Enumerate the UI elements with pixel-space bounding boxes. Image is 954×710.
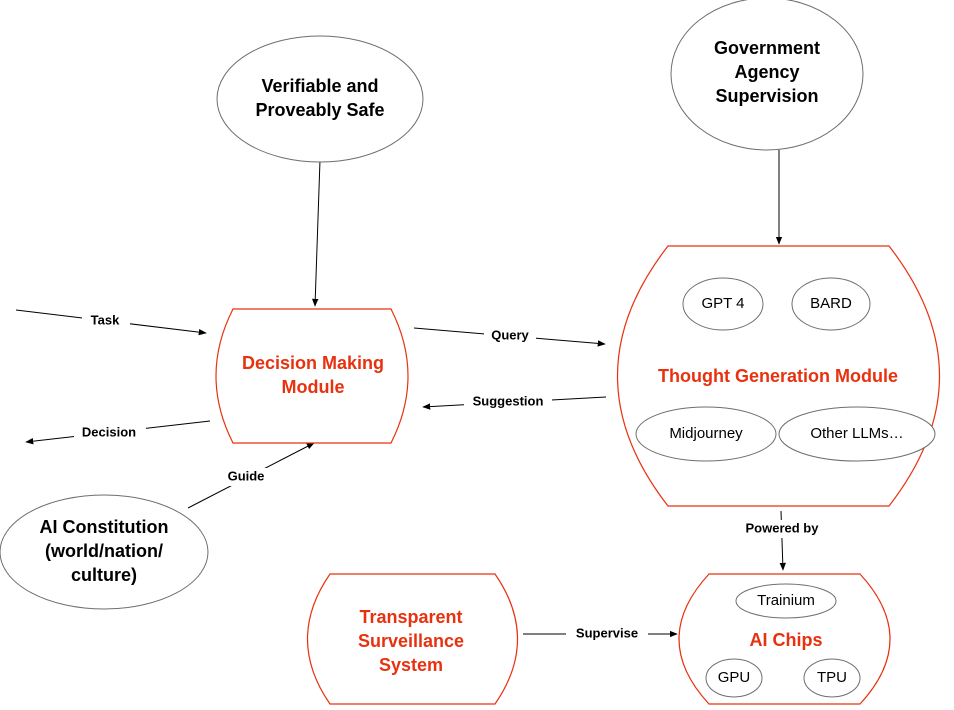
node-verifiable-safe[interactable]: Verifiable and Proveably Safe [216,35,424,163]
node-bard-label: BARD [810,295,852,312]
node-gpt4-label: GPT 4 [701,295,744,312]
edge-label-task: Task [91,312,120,327]
node-ai-chips[interactable]: AI Chips Trainium GPU TPU [678,573,891,705]
node-thought-generation-module[interactable]: Thought Generation Module GPT 4 BARD Mid… [616,245,941,507]
node-tpu[interactable]: TPU [803,658,861,698]
node-decision-making-module[interactable]: Decision Making Module [215,308,409,444]
edge-label-suggestion: Suggestion [473,393,544,408]
node-gpu-label: GPU [718,669,751,686]
node-other-llms-label: Other LLMs… [810,425,903,442]
node-constitution-line3: culture) [71,565,137,585]
node-gpu[interactable]: GPU [705,658,763,698]
node-other-llms[interactable]: Other LLMs… [778,406,936,462]
node-surveillance-line1: Transparent [359,607,462,627]
node-constitution-line1: AI Constitution [40,517,169,537]
node-midjourney-label: Midjourney [669,425,743,442]
node-verifiable-line1: Verifiable and [261,76,378,96]
node-gpt4[interactable]: GPT 4 [682,277,764,331]
node-surveillance-line3: System [379,655,443,675]
node-ai-chips-title: AI Chips [749,630,822,650]
node-surveillance-line2: Surveillance [358,631,464,651]
node-constitution-line2: (world/nation/ [45,541,163,561]
edge-label-powered-by: Powered by [746,520,820,535]
edge-label-decision: Decision [82,424,136,439]
node-government-line3: Supervision [715,86,818,106]
node-trainium-label: Trainium [757,592,815,609]
node-government-line1: Government [714,38,820,58]
node-government-supervision[interactable]: Government Agency Supervision [670,0,864,151]
node-trainium[interactable]: Trainium [735,583,837,619]
node-bard[interactable]: BARD [791,277,871,331]
node-ai-constitution[interactable]: AI Constitution (world/nation/ culture) [0,494,209,610]
edge-label-guide: Guide [228,468,265,483]
node-tpu-label: TPU [817,669,847,686]
node-transparent-surveillance-system[interactable]: Transparent Surveillance System [307,573,518,705]
edge-verifiable-to-decision [312,159,321,307]
edge-label-query: Query [491,327,529,342]
node-decision-line1: Decision Making [242,353,384,373]
node-government-line2: Agency [734,62,799,82]
edge-label-supervise: Supervise [576,625,638,640]
node-verifiable-line2: Proveably Safe [255,100,384,120]
node-decision-line2: Module [282,377,345,397]
node-midjourney[interactable]: Midjourney [635,406,777,462]
node-thought-title: Thought Generation Module [658,366,898,386]
